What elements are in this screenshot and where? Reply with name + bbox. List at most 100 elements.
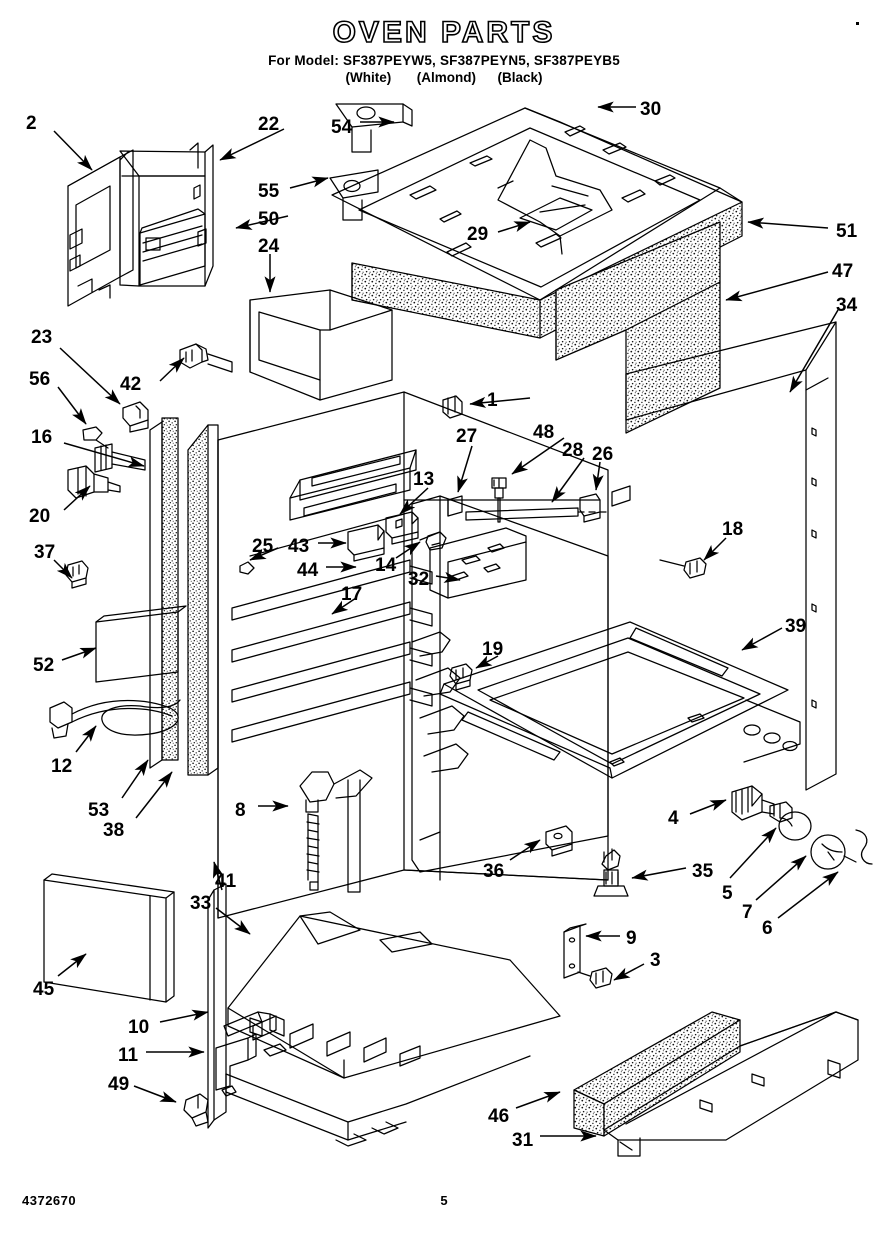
part-48-screw [491, 477, 507, 523]
callout-45: 45 [33, 979, 55, 1000]
part-13-terminal-block [385, 511, 419, 545]
part-26-clip [579, 493, 601, 523]
part-31-bottom-rail [603, 1011, 859, 1157]
part-50-vent-grille [139, 208, 206, 286]
part-23-clip [122, 401, 149, 433]
model-line: For Model: SF387PEYW5, SF387PEYN5, SF387… [268, 53, 620, 68]
callout-54: 54 [331, 117, 353, 138]
page-title: OVEN PARTS [332, 16, 556, 49]
part-3-screw [577, 967, 613, 989]
part-49-clip [183, 1093, 209, 1127]
callout-28: 28 [562, 440, 584, 461]
callout-22: 22 [258, 114, 280, 135]
color-black-label: (Black) [497, 69, 543, 85]
part-4-lamp-socket [731, 785, 775, 821]
callout-55: 55 [258, 181, 280, 202]
part-34-right-side-panel [625, 321, 837, 791]
part-11-support-bracket [215, 1033, 287, 1097]
callout-48: 48 [533, 422, 555, 443]
callout-12: 12 [51, 756, 73, 777]
misc-bracket-detail [611, 485, 631, 507]
part-5-lamp-bulb [769, 801, 812, 841]
callout-53: 53 [88, 800, 110, 821]
part-54-bracket [335, 103, 413, 153]
color-variants-line: (White) (Almond) (Black) [0, 69, 888, 86]
part-24-upper-liner [249, 289, 393, 401]
scan-artifact-speck [856, 22, 859, 25]
part-41-front-rail [207, 883, 227, 1129]
part-39-oven-bottom [439, 621, 801, 779]
page-number: 5 [440, 1193, 448, 1208]
part-18-screw [659, 557, 707, 579]
part-29-burner-baffle [497, 139, 613, 255]
part-14-clip [425, 531, 447, 551]
part-9-bracket [563, 923, 587, 979]
callout-10: 10 [128, 1017, 150, 1038]
part-2-panel-bracket [67, 149, 134, 307]
leader-lines [53, 101, 839, 1142]
callout-6: 6 [762, 918, 773, 939]
part-36-clip [545, 825, 573, 857]
callout-38: 38 [103, 820, 125, 841]
callout-32: 32 [408, 569, 430, 590]
part-12-power-cord [49, 699, 181, 739]
callout-44: 44 [297, 560, 319, 581]
callout-41: 41 [215, 871, 237, 892]
part-44-base-panel [289, 449, 417, 521]
callout-3: 3 [650, 950, 661, 971]
part-47-side-insulation [555, 221, 721, 434]
part-45-access-panel [43, 873, 175, 1003]
callout-37: 37 [34, 542, 56, 563]
part-33-bottom-panel [227, 911, 561, 1079]
part-46-rail-insulation [573, 1011, 741, 1137]
callout-4: 4 [668, 808, 679, 829]
part-35-leveling-leg [593, 848, 629, 897]
part-42-sensor-probe [179, 343, 233, 373]
part-left-rail [149, 421, 163, 769]
callout-29: 29 [467, 224, 489, 245]
callout-27: 27 [456, 426, 478, 447]
part-17-rack-guides [231, 559, 469, 773]
callout-16: 16 [31, 427, 53, 448]
part-22-rear-panel [119, 142, 214, 287]
color-white-label: (White) [345, 69, 392, 85]
callout-50: 50 [258, 209, 280, 230]
callout-56: 56 [29, 369, 51, 390]
part-19-screw [449, 663, 473, 691]
callout-19: 19 [482, 639, 504, 660]
part-32-mount-plate [429, 527, 527, 599]
callout-7: 7 [742, 902, 753, 923]
part-20-switch [67, 465, 121, 499]
callout-33: 33 [190, 893, 212, 914]
oven-door-frame [411, 495, 609, 881]
callout-23: 23 [31, 327, 53, 348]
part-10-frame-member [223, 1011, 285, 1037]
part-16-igniter-rod [94, 443, 146, 473]
part-43-terminal-block [347, 524, 385, 562]
callout-42: 42 [120, 374, 142, 395]
callout-14: 14 [375, 555, 397, 576]
callout-11: 11 [118, 1045, 139, 1066]
callout-52: 52 [33, 655, 55, 676]
callout-30: 30 [640, 99, 662, 120]
part-8-door-spring [299, 769, 373, 893]
part-28-element-bar [465, 507, 611, 521]
callout-5: 5 [722, 883, 733, 904]
callout-36: 36 [483, 861, 505, 882]
callout-26: 26 [592, 444, 614, 465]
diagram-header: OVEN PARTS For Model: SF387PEYW5, SF387P… [0, 16, 888, 86]
callout-49: 49 [108, 1074, 130, 1095]
callout-34: 34 [836, 295, 858, 316]
bottom-floor-rails [225, 1055, 531, 1147]
callout-35: 35 [692, 861, 714, 882]
callout-47: 47 [832, 261, 854, 282]
callout-51: 51 [836, 221, 858, 242]
publication-number: 4372670 [22, 1193, 77, 1208]
part-27-bracket-stud [447, 495, 463, 517]
part-52-rear-panel [95, 605, 187, 683]
part-30-oven-top [331, 107, 743, 301]
callout-9: 9 [626, 928, 637, 949]
callout-43: 43 [288, 536, 310, 557]
callout-24: 24 [258, 236, 280, 257]
